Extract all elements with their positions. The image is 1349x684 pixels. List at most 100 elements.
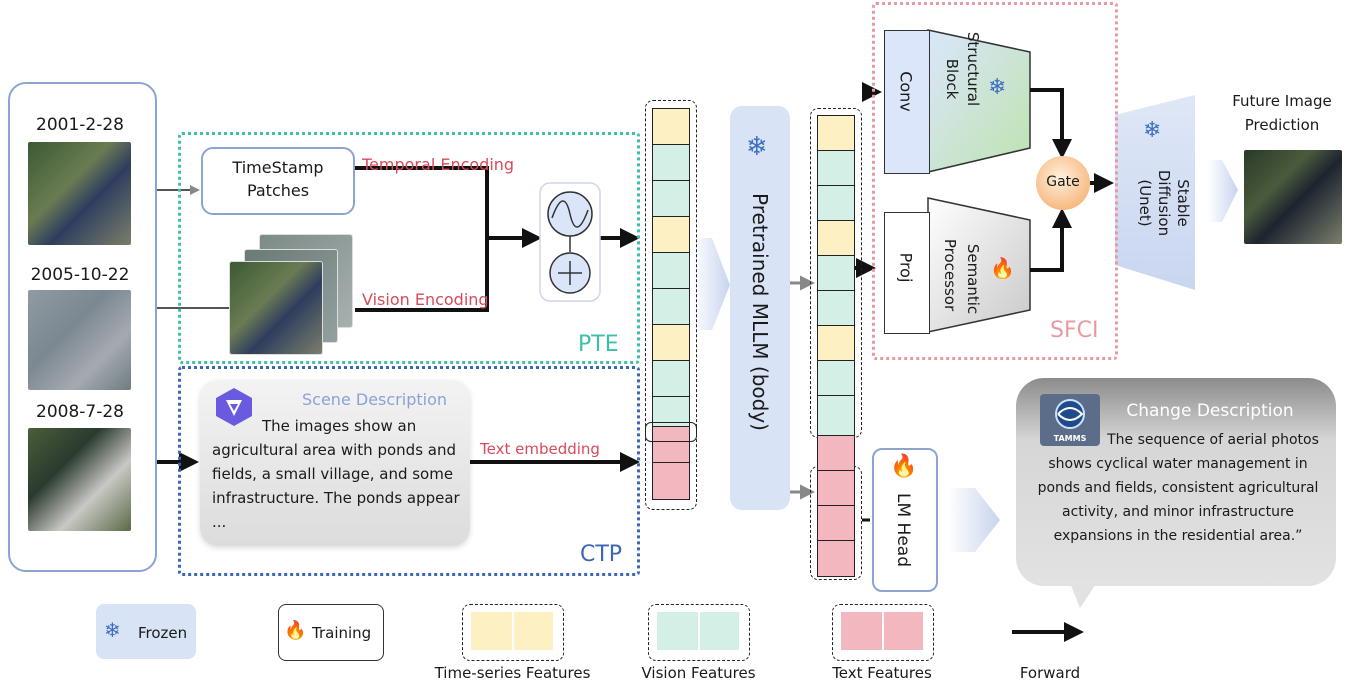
feature-vision	[653, 289, 689, 325]
feature-time-series	[653, 109, 689, 145]
timestamp-line2: Patches	[246, 181, 310, 200]
legend-text-label: Text Features	[832, 664, 932, 682]
text-feature-bracket	[645, 422, 697, 442]
feature-vision	[818, 256, 854, 291]
output-text-stack	[817, 435, 855, 577]
text-embedding-label: Text embedding	[480, 440, 600, 458]
chevron-to-future	[1208, 160, 1238, 222]
feature-time-series	[818, 116, 854, 151]
future-prediction-image	[1244, 150, 1342, 244]
vision-encoding-label: Vision Encoding	[362, 290, 489, 309]
feature-text	[653, 427, 689, 463]
unet-label-line1: Stable	[1174, 179, 1192, 227]
unet-label-line3: (Unet)	[1136, 179, 1154, 227]
legend-text-swatch	[841, 612, 923, 650]
tamms-badge-label: TAMMS	[1053, 434, 1087, 443]
legend-time-series-swatch	[471, 612, 553, 650]
legend-frozen-box	[96, 604, 196, 659]
pretrained-mllm-block	[730, 106, 790, 510]
gate-shape	[1036, 156, 1090, 210]
temporal-encoding-label: Temporal Encoding	[362, 155, 515, 174]
date-label-2: 2005-10-22	[30, 265, 130, 285]
feature-time-series	[653, 217, 689, 253]
semantic-label-line1: Semantic	[964, 243, 982, 315]
pte-module-border	[178, 132, 640, 364]
feature-time-series	[818, 326, 854, 361]
mllm-label: Pretrained MLLM (body)	[748, 193, 772, 431]
legend-vision-swatch-outline	[648, 604, 750, 661]
conv-label: Conv	[896, 71, 916, 112]
timestamp-line1: TimeStamp	[232, 158, 324, 177]
legend-vision-swatch	[657, 612, 739, 650]
conv-block	[884, 30, 930, 174]
feature-text	[818, 471, 854, 506]
fire-icon: 🔥	[890, 454, 918, 479]
snowflake-icon: ❄	[1143, 118, 1162, 143]
feature-vision	[653, 181, 689, 217]
chevron-to-change	[948, 488, 1000, 552]
legend-text-swatch-outline	[832, 604, 934, 661]
feature-vision	[818, 396, 854, 436]
snowflake-icon: ❄	[104, 618, 121, 642]
semantic-label-line2: Processor	[941, 238, 959, 312]
lm-head-block	[872, 448, 938, 592]
feature-vision	[818, 291, 854, 326]
structural-label-line2: Block	[943, 58, 961, 100]
proj-block	[884, 212, 930, 334]
legend-training-box	[278, 604, 384, 661]
lm-head-label: LM Head	[893, 493, 913, 567]
ctp-module-border	[178, 366, 640, 576]
legend-time-series-swatch-outline	[462, 604, 564, 661]
structural-label-line1: Structural	[964, 31, 982, 107]
fire-icon: 🔥	[990, 256, 1015, 280]
legend-training-label: Training	[312, 624, 372, 642]
feature-vision	[818, 151, 854, 186]
arrow-sem-to-gate	[1030, 208, 1072, 272]
date-label-3: 2008-7-28	[36, 402, 124, 422]
legend-forward-label: Forward	[1019, 664, 1081, 682]
feature-vision	[653, 361, 689, 397]
future-title-line1: Future Image	[1232, 92, 1332, 110]
line-vision	[355, 238, 489, 312]
sfci-label: SFCI	[1050, 318, 1099, 343]
date-label-1: 2001-2-28	[36, 115, 124, 135]
scene-description-text: The images show an agricultural area wit…	[212, 417, 460, 531]
fire-icon: 🔥	[284, 620, 307, 641]
gate-label: Gate	[1046, 174, 1080, 190]
feature-vision	[818, 361, 854, 396]
feature-text	[653, 463, 689, 499]
timestamp-patches-box	[201, 147, 355, 215]
output-feature-stack	[817, 115, 855, 437]
chevron-into-mllm	[692, 238, 730, 330]
legend-time-series-label: Time-series Features	[434, 664, 591, 682]
feature-vision	[653, 253, 689, 289]
satellite-image-2001	[28, 142, 131, 245]
feature-time-series	[818, 221, 854, 256]
ai-logo-icon	[212, 386, 256, 428]
sfci-module-border	[872, 2, 1118, 360]
proj-label: Proj	[896, 252, 916, 283]
patch-image-front	[230, 262, 322, 354]
tamms-logo-icon	[1040, 394, 1100, 446]
change-description-title: Change Description	[1126, 401, 1294, 421]
unet-shape	[1115, 95, 1195, 290]
input-feature-stack	[652, 108, 690, 500]
feature-time-series	[653, 325, 689, 361]
feature-text	[818, 506, 854, 541]
input-feature-column	[645, 100, 697, 510]
feature-text	[818, 541, 854, 576]
feature-vision	[653, 145, 689, 181]
satellite-image-2005	[28, 290, 131, 390]
snowflake-icon: ❄	[746, 132, 768, 162]
snowflake-icon: ❄	[988, 75, 1007, 100]
legend-frozen-label: Frozen	[138, 624, 188, 642]
line-temporal	[350, 166, 489, 238]
feature-text	[818, 436, 854, 471]
legend-vision-label: Vision Features	[641, 664, 756, 682]
scene-description-title: Scene Description	[302, 390, 447, 409]
satellite-image-2008	[28, 428, 131, 531]
ctp-label: CTP	[580, 542, 623, 567]
feature-vision	[818, 186, 854, 221]
pte-label: PTE	[578, 332, 619, 357]
